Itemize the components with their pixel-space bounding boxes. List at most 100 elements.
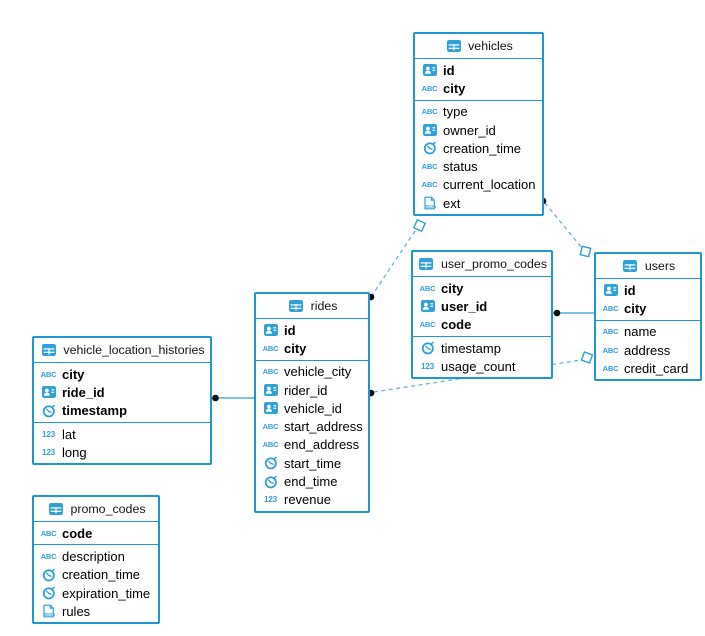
text-type-icon: ABC — [421, 180, 438, 190]
column-label: usage_count — [441, 358, 516, 374]
primary-key-column: ABC code — [34, 524, 158, 542]
column-label: current_location — [443, 177, 536, 193]
column-label: city — [62, 366, 85, 382]
relationship-square-endpoint — [579, 245, 592, 258]
relationship-vehicle_location_histories-rides[interactable] — [212, 394, 254, 402]
text-type-icon: ABC — [421, 107, 438, 117]
column-label: rules — [62, 603, 91, 619]
timestamp-icon — [261, 475, 280, 489]
column-label: city — [624, 300, 647, 316]
number-type-icon: 123 — [41, 429, 56, 439]
column-label: credit_card — [624, 360, 689, 376]
relationship-user_promo_codes-users[interactable] — [553, 309, 594, 317]
column-row: ABC type — [415, 103, 542, 121]
table-icon — [444, 40, 463, 52]
relationship-line[interactable] — [544, 202, 583, 249]
table-header: vehicle_location_histories — [34, 338, 210, 363]
column-label: description — [62, 548, 125, 564]
column-label: code — [62, 525, 93, 541]
timestamp-icon — [418, 341, 437, 355]
column-row: expiration_time — [34, 584, 158, 602]
svg-text:JSON: JSON — [44, 613, 55, 618]
timestamp-icon — [39, 586, 58, 600]
primary-key-column: id — [596, 281, 700, 299]
table-name: promo_codes — [70, 502, 146, 516]
text-type-icon: ABC — [262, 440, 279, 450]
column-label: end_time — [284, 474, 338, 490]
column-label: long — [62, 444, 87, 460]
id-badge-icon — [418, 300, 437, 313]
column-label: status — [443, 159, 478, 175]
id-badge-icon — [601, 284, 620, 297]
column-label: timestamp — [441, 340, 501, 356]
column-label: ext — [443, 195, 461, 211]
column-label: ride_id — [62, 384, 105, 400]
column-label: name — [624, 324, 657, 340]
table-header: vehicles — [415, 34, 542, 59]
column-label: vehicle_id — [284, 400, 342, 416]
column-label: type — [443, 104, 468, 120]
primary-key-column: user_id — [413, 297, 551, 315]
svg-text:JSON: JSON — [425, 204, 436, 209]
column-row: JSON ext — [415, 194, 542, 212]
text-type-icon: ABC — [421, 83, 438, 93]
table-icon — [417, 258, 436, 270]
column-label: vehicle_city — [284, 364, 352, 380]
relationship-line[interactable] — [370, 230, 416, 298]
column-row: JSON rules — [34, 602, 158, 620]
table-header: promo_codes — [34, 497, 158, 522]
column-row: ABC credit_card — [596, 359, 700, 377]
column-row: 123 usage_count — [413, 357, 551, 375]
column-row: timestamp — [413, 339, 551, 357]
text-type-icon: ABC — [40, 551, 57, 561]
table-name: rides — [310, 299, 338, 313]
table-header: user_promo_codes — [413, 252, 551, 277]
text-type-icon: ABC — [40, 528, 57, 538]
column-row: rider_id — [256, 381, 368, 399]
column-label: city — [284, 340, 307, 356]
text-type-icon: ABC — [602, 363, 619, 373]
table-icon — [287, 300, 306, 312]
relationship-dot-endpoint — [212, 394, 219, 402]
column-row: owner_id — [415, 121, 542, 139]
table-icon — [46, 503, 65, 515]
primary-key-column: ride_id — [34, 383, 210, 401]
column-label: city — [441, 280, 464, 296]
column-label: start_address — [284, 419, 363, 435]
table-name: user_promo_codes — [440, 257, 548, 271]
number-type-icon: 123 — [263, 495, 278, 505]
column-row: ABC start_address — [256, 417, 368, 435]
timestamp-icon — [261, 456, 280, 470]
id-badge-icon — [420, 124, 439, 137]
relationship-vehicles-users[interactable] — [539, 197, 592, 258]
column-label: code — [441, 317, 472, 333]
column-label: address — [624, 342, 671, 358]
text-type-icon: ABC — [602, 303, 619, 313]
text-type-icon: ABC — [262, 422, 279, 432]
primary-key-column: timestamp — [34, 402, 210, 420]
number-type-icon: 123 — [420, 361, 435, 371]
column-label: id — [284, 322, 296, 338]
column-label: end_address — [284, 437, 360, 453]
column-label: id — [624, 282, 636, 298]
id-badge-icon — [261, 402, 280, 415]
timestamp-icon — [39, 568, 58, 582]
